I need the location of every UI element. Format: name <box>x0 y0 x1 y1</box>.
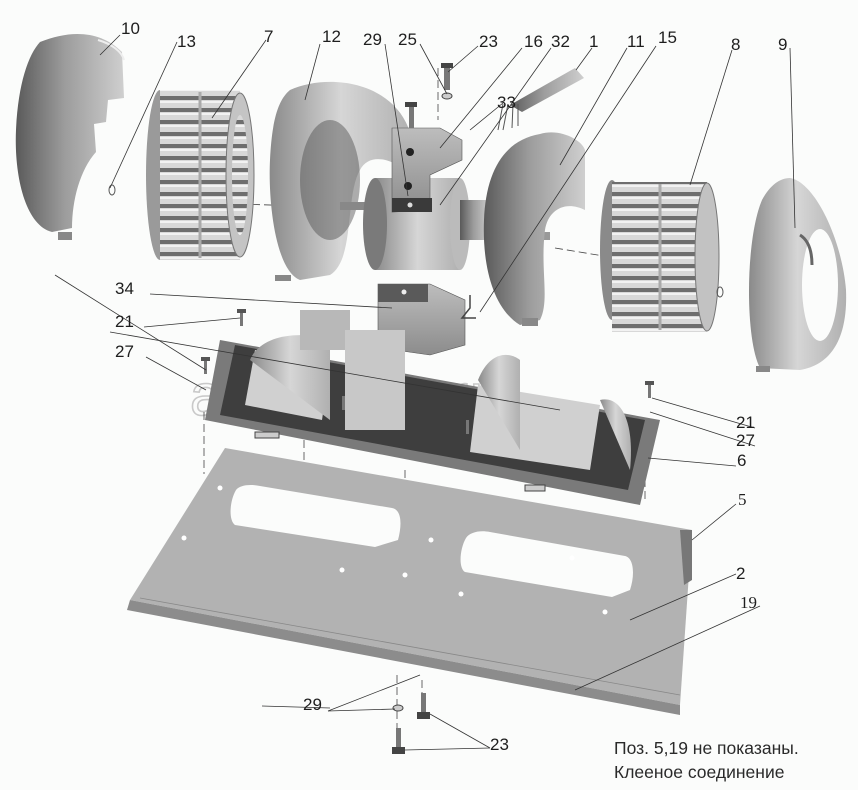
part-2-base-plate <box>127 448 692 715</box>
callout-21-right: 21 <box>736 413 755 432</box>
part-29-screw-top <box>405 102 417 128</box>
callout-1: 1 <box>589 32 598 51</box>
part-9-volute-cover-right <box>748 178 847 372</box>
part-25-washer <box>441 92 453 100</box>
callout-27-left: 27 <box>115 342 134 361</box>
part-21-pins <box>201 309 654 434</box>
part-16-motor-clamp-top <box>391 127 463 213</box>
part-13-clip <box>108 184 116 196</box>
part-11-scroll-housing-right <box>483 132 585 326</box>
part-clip-right <box>716 286 724 298</box>
note-glued-joint: Клееное соединение <box>614 762 785 782</box>
part-8-impeller-right <box>600 180 720 332</box>
callout-21-left: 21 <box>115 312 134 331</box>
part-10-volute-cover-left <box>15 33 125 240</box>
part-6-mounting-frame <box>205 310 660 505</box>
callout-12: 12 <box>322 27 341 46</box>
callout-29-top: 29 <box>363 30 382 49</box>
part-29-washer-bottom <box>392 704 404 712</box>
callout-29-bottom: 29 <box>303 695 322 714</box>
callout-10: 10 <box>121 19 140 38</box>
callout-32: 32 <box>551 32 570 51</box>
callout-23-top: 23 <box>479 32 498 51</box>
callout-15: 15 <box>658 28 677 47</box>
callout-25: 25 <box>398 30 417 49</box>
part-7-impeller-left <box>146 90 255 260</box>
callout-5: 5 <box>738 490 747 509</box>
part-1-cable-harness <box>497 68 584 131</box>
part-23-screw-top <box>441 63 453 90</box>
note-not-shown: Поз. 5,19 не показаны. <box>614 738 799 758</box>
callout-19: 19 <box>740 593 757 612</box>
callout-33: 33 <box>497 93 516 112</box>
callout-23-bottom: 23 <box>490 735 509 754</box>
part-15-bracket-wire <box>460 295 476 319</box>
leader-lines <box>54 34 796 751</box>
callout-16: 16 <box>524 32 543 51</box>
callout-labels: 10 13 7 12 29 25 23 16 32 1 11 15 8 9 33… <box>115 19 787 754</box>
callout-34: 34 <box>115 279 134 298</box>
callout-8: 8 <box>731 35 740 54</box>
callout-6: 6 <box>737 451 746 470</box>
callout-7: 7 <box>264 27 273 46</box>
callout-27-right: 27 <box>736 431 755 450</box>
callout-9: 9 <box>778 35 787 54</box>
part-23-screws-bottom <box>392 693 430 754</box>
callout-13: 13 <box>177 32 196 51</box>
callout-2: 2 <box>736 564 745 583</box>
callout-11: 11 <box>627 32 645 51</box>
